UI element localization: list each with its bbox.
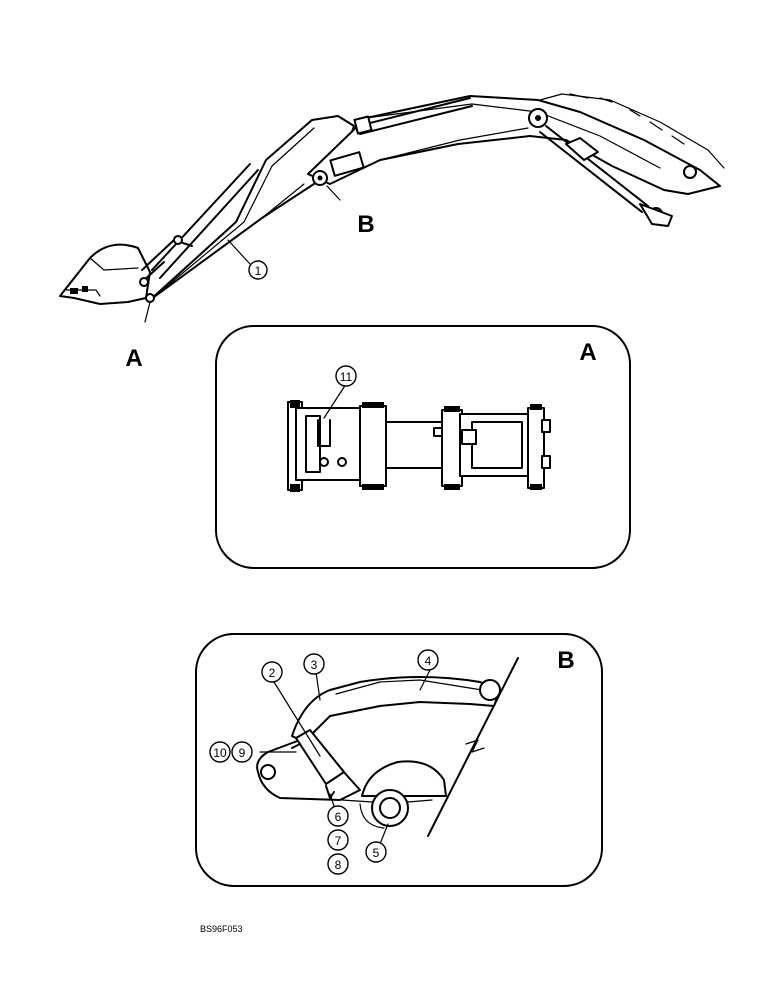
svg-text:10: 10 bbox=[213, 746, 227, 760]
svg-text:7: 7 bbox=[335, 834, 342, 848]
svg-text:1: 1 bbox=[255, 264, 262, 278]
svg-text:9: 9 bbox=[239, 746, 246, 760]
arm bbox=[149, 115, 355, 301]
callout-7: 7 bbox=[327, 829, 349, 851]
bucket-cylinder bbox=[139, 163, 259, 303]
main-view: 1 A B bbox=[59, 93, 725, 372]
callout-6: 6 bbox=[327, 805, 349, 827]
callout-5: 5 bbox=[365, 841, 387, 863]
callout-10: 10 bbox=[209, 741, 231, 763]
svg-text:5: 5 bbox=[373, 846, 380, 860]
boom-cylinder bbox=[539, 125, 673, 227]
view-marker-b: B bbox=[357, 211, 374, 238]
svg-text:4: 4 bbox=[425, 654, 432, 668]
callout-1: 1 bbox=[248, 260, 268, 280]
svg-text:11: 11 bbox=[340, 370, 353, 384]
svg-text:8: 8 bbox=[335, 858, 342, 872]
boom bbox=[307, 93, 725, 195]
callout-3: 3 bbox=[303, 653, 325, 675]
callout-11: 11 bbox=[335, 365, 357, 387]
callout-4: 4 bbox=[417, 649, 439, 671]
detail-a-panel: A bbox=[215, 325, 631, 569]
callout-9: 9 bbox=[231, 741, 253, 763]
pivot-assembly bbox=[256, 657, 519, 837]
svg-text:2: 2 bbox=[269, 666, 276, 680]
detail-b-panel: B bbox=[195, 633, 603, 887]
detail-a-letter: A bbox=[579, 339, 596, 366]
bucket bbox=[59, 243, 151, 305]
boom-pivot-b bbox=[312, 151, 365, 186]
svg-text:3: 3 bbox=[311, 658, 318, 672]
figure-code: BS96F053 bbox=[200, 924, 243, 934]
link-assembly bbox=[287, 400, 551, 492]
detail-b-letter: B bbox=[557, 647, 574, 674]
callout-8: 8 bbox=[327, 853, 349, 875]
svg-text:6: 6 bbox=[335, 810, 342, 824]
arm-cylinder bbox=[353, 97, 473, 135]
callout-2: 2 bbox=[261, 661, 283, 683]
view-marker-a: A bbox=[125, 345, 142, 372]
